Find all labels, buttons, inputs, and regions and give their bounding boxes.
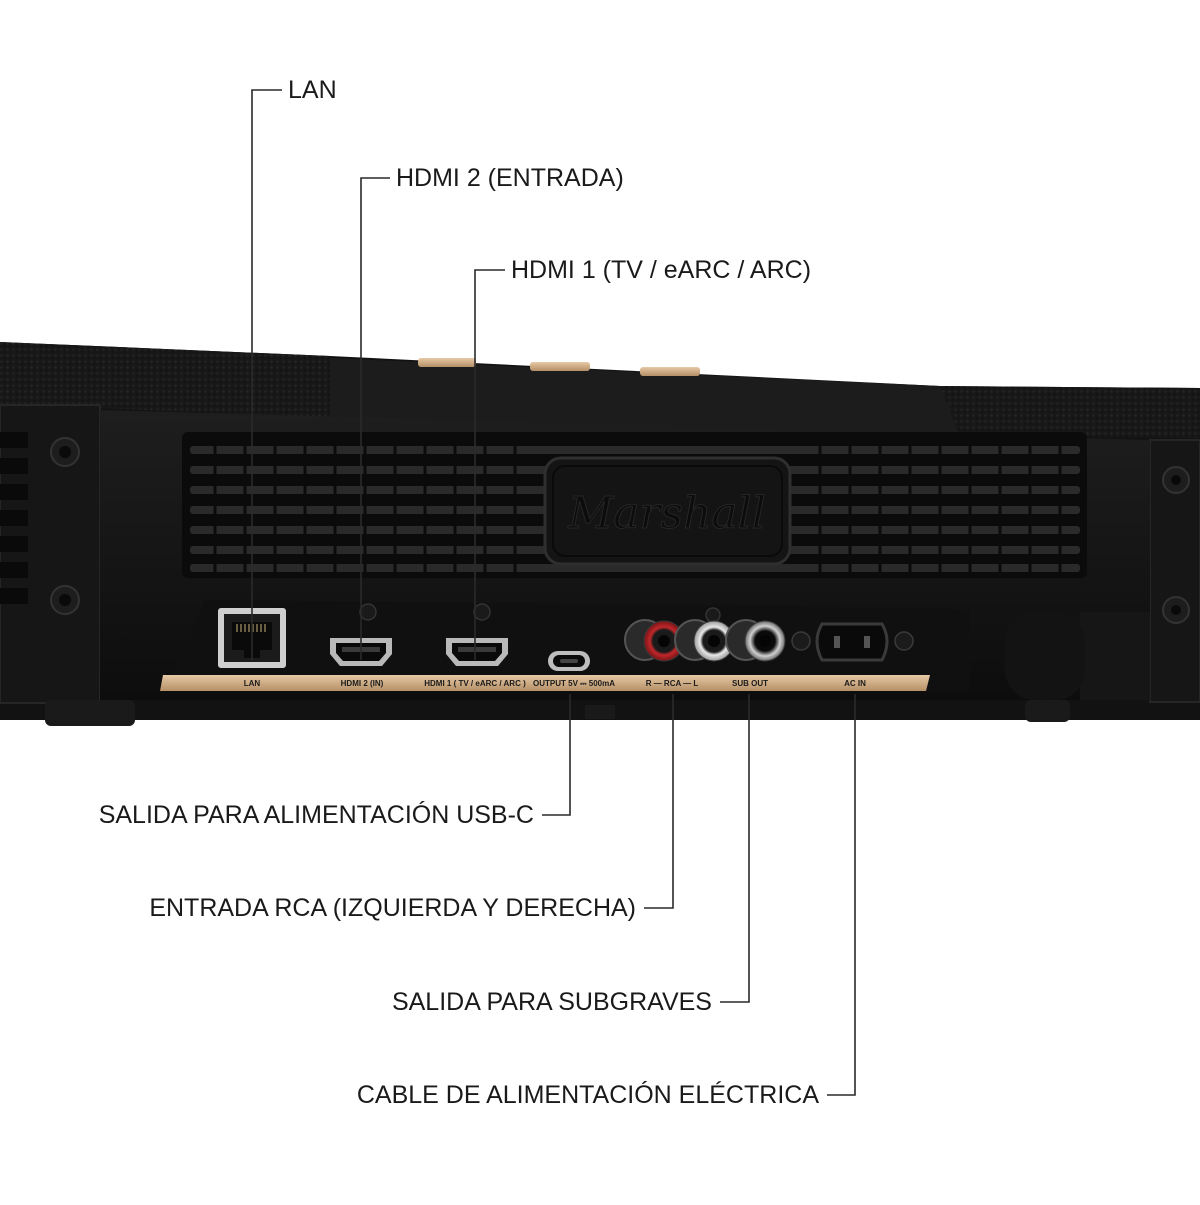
- leader-line-lan: [251, 89, 282, 660]
- leader-line-ac: [827, 694, 856, 1096]
- port-label-hdmi2: HDMI 2 (IN): [341, 679, 384, 688]
- screw-icon: [473, 603, 491, 621]
- brand-logo: Marshall: [567, 488, 766, 539]
- gold-knob: [418, 358, 476, 367]
- callout-hdmi2: HDMI 2 (ENTRADA): [396, 164, 624, 192]
- ac-in-socket[interactable]: [791, 622, 914, 662]
- callout-rca: ENTRADA RCA (IZQUIERDA Y DERECHA): [149, 894, 636, 922]
- screw-icon: [359, 603, 377, 621]
- hdmi1-port[interactable]: [446, 638, 508, 666]
- port-label-ac: AC IN: [844, 679, 866, 688]
- leader-line-usb: [542, 694, 571, 816]
- port-label-sub: SUB OUT: [732, 679, 768, 688]
- usb-c-port[interactable]: [548, 651, 590, 671]
- leader-lines: [251, 89, 856, 1096]
- port-labels: LAN HDMI 2 (IN) HDMI 1 ( TV / eARC / ARC…: [244, 679, 866, 688]
- port-label-usb: OUTPUT 5V ⎓ 500mA: [533, 679, 615, 688]
- port-label-hdmi1: HDMI 1 ( TV / eARC / ARC ): [424, 679, 526, 688]
- rca-right-jack[interactable]: [624, 619, 685, 662]
- callout-hdmi1: HDMI 1 (TV / eARC / ARC): [511, 256, 812, 284]
- leader-line-hdmi1: [474, 269, 505, 660]
- label-strip: [160, 675, 930, 691]
- rca-left-jack[interactable]: [674, 619, 735, 662]
- logo-plate: Marshall: [543, 456, 792, 566]
- leader-line-rca: [644, 694, 674, 909]
- screw-icon: [705, 607, 721, 623]
- callout-ac: CABLE DE ALIMENTACIÓN ELÉCTRICA: [356, 1081, 819, 1109]
- port-label-lan: LAN: [244, 679, 261, 688]
- gold-knob: [640, 367, 700, 376]
- callout-lan: LAN: [288, 76, 337, 104]
- callout-usb: SALIDA PARA ALIMENTACIÓN USB-C: [98, 801, 534, 829]
- leather-trim-left: [0, 342, 330, 418]
- leader-line-hdmi2: [360, 177, 390, 660]
- leader-line-sub: [720, 694, 750, 1003]
- sub-out-jack[interactable]: [725, 619, 786, 662]
- leather-trim-right: [940, 386, 1200, 438]
- gold-knob: [530, 362, 590, 371]
- callout-sub: SALIDA PARA SUBGRAVES: [391, 988, 712, 1016]
- port-label-rca: R — RCA — L: [646, 679, 699, 688]
- soundbar-body: Marshall: [0, 342, 1200, 726]
